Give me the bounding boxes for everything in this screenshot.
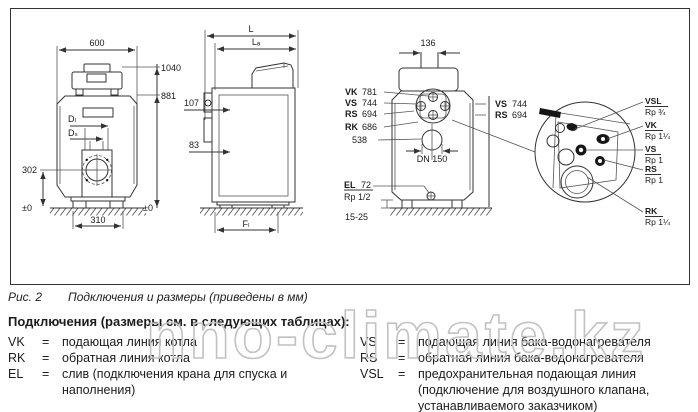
rear-rs-abbr: RS	[345, 109, 358, 119]
rear-flue-dim: DN 150	[417, 154, 448, 164]
detail-rs-size: Rp 1	[645, 175, 663, 185]
legend-item-vs: VS = подающая линия бака-водонагревателя	[360, 334, 696, 350]
detail-circle	[534, 101, 636, 203]
legend-el-abbr: EL	[8, 367, 24, 381]
ground-hatch-rear	[390, 208, 492, 216]
side-offset-bottom-dim: 83	[189, 140, 199, 150]
rear-top-width-dim: 136	[420, 38, 435, 48]
figure-caption-text: Подключения и размеры (приведены в мм)	[68, 290, 308, 304]
detail-rk-name: RK	[645, 206, 658, 216]
front-zero-right: ±0	[143, 203, 153, 213]
burner-hood	[71, 63, 123, 96]
hood-side	[251, 62, 294, 88]
legend-vs-text: подающая линия бака-водонагревателя	[418, 335, 651, 349]
legend-rk-abbr: RK	[8, 351, 26, 365]
front-zero-left: ±0	[22, 203, 32, 213]
rear-cap	[398, 67, 459, 92]
rear-right-rs-value: 694	[512, 110, 527, 120]
equals-sign: =	[398, 367, 406, 381]
boiler-body-front	[56, 95, 138, 198]
rear-vs-value: 744	[362, 98, 377, 108]
rear-right-rs-abbr: RS	[495, 110, 508, 120]
side-view: L Lₐ 107 83 Fₗ	[184, 24, 303, 233]
boiler-body-rear	[391, 90, 474, 201]
legend-item-vk: VK = подающая линия котла	[8, 334, 360, 350]
figure-number: Рис. 2	[8, 290, 43, 304]
equals-sign: =	[398, 351, 406, 365]
type-plate	[82, 107, 114, 118]
front-view: 600 1040 881 Dₗ	[22, 38, 181, 229]
burner-door	[81, 149, 113, 198]
front-burner-height-dim: 302	[22, 165, 37, 175]
technical-drawing: 600 1040 881 Dₗ	[10, 8, 690, 285]
front-foot-width-dim: 310	[90, 215, 105, 225]
legend-item-el: EL = слив (подключения крана для спуска …	[8, 366, 360, 382]
legend-heading: Подключения (размеры см. в следующих таб…	[8, 314, 350, 329]
detail-rk-size: Rp 1¼	[645, 217, 671, 227]
connection-flange	[415, 88, 451, 124]
rear-rs-value: 694	[362, 109, 377, 119]
detail-rs-name: RS	[645, 164, 657, 174]
rear-vs-abbr: VS	[345, 98, 357, 108]
rear-right-vs-value: 744	[512, 99, 527, 109]
rear-floor-clearance-dim: 15-25	[345, 212, 368, 222]
legend-el-text-cont: наполнения)	[62, 383, 136, 397]
legend-vsl-text: предохранительная подающая линия	[418, 367, 637, 381]
legend-vk-text: подающая линия котла	[62, 335, 197, 349]
legend-item-vsl: VSL = предохранительная подающая линия	[360, 366, 696, 382]
detail-vs-size: Rp 1	[645, 155, 663, 165]
legend-column-left: VK = подающая линия котла RK = обратная …	[8, 334, 360, 412]
ground-hatch-side	[200, 208, 303, 216]
side-offset-top-dim: 107	[184, 98, 199, 108]
rear-view: 136	[344, 38, 536, 222]
figure-caption: Рис. 2 Подключения и размеры (приведены в…	[8, 290, 308, 304]
connections-legend: Подключения (размеры см. в следующих таб…	[8, 314, 696, 412]
side-length-a-dim: Lₐ	[252, 37, 261, 47]
detail-view: VSL Rp ¾ VK Rp 1¼ VS Rp 1 RS Rp 1 RK Rp …	[534, 96, 671, 227]
ground-hatch-front	[50, 208, 146, 216]
rear-vk-value: 781	[362, 87, 377, 97]
equals-sign: =	[42, 335, 50, 349]
detail-vk-name: VK	[645, 120, 658, 130]
legend-rk-text: обратная линия котла	[62, 351, 190, 365]
detail-vs-name: VS	[645, 144, 657, 154]
detail-vsl-size: Rp ¾	[645, 107, 666, 117]
legend-column-right: VS = подающая линия бака-водонагревателя…	[360, 334, 696, 412]
legend-vsl-text-cont1: (подключение для воздушного клапана,	[418, 383, 650, 397]
boiler-body-side	[211, 87, 296, 203]
front-dl-dim: Dₗ	[68, 114, 76, 124]
legend-item-rs: RS = обратная линия бака-водонагревателя	[360, 350, 696, 366]
legend-rs-text: обратная линия бака-водонагревателя	[418, 351, 644, 365]
side-length-dim: L	[248, 24, 253, 34]
rear-el-size: Rp 1/2	[344, 192, 371, 202]
legend-vs-abbr: VS	[360, 335, 377, 349]
rear-rk-value: 686	[362, 122, 377, 132]
legend-el-text: слив (подключения крана для спуска и	[62, 367, 288, 381]
figure-frame	[10, 8, 690, 285]
detail-vk-size: Rp 1¼	[645, 131, 671, 141]
terminal-strip	[539, 108, 561, 118]
rear-rk-abbr: RK	[345, 122, 358, 132]
side-foot-length-dim: Fₗ	[243, 219, 250, 229]
rk-fitting	[560, 165, 594, 199]
equals-sign: =	[42, 367, 50, 381]
front-height-body-dim: 881	[161, 91, 176, 101]
front-width-dim: 600	[89, 38, 104, 48]
legend-vsl-text-cont2: устанавливаемого заказчиком)	[418, 399, 598, 412]
legend-item-rk: RK = обратная линия котла	[8, 350, 360, 366]
legend-vsl-abbr: VSL	[360, 367, 384, 381]
rear-el-abbr: EL	[344, 180, 356, 190]
rear-el-value: 72	[361, 180, 371, 190]
rear-538-value: 538	[352, 135, 367, 145]
vsl-fitting	[566, 123, 578, 131]
equals-sign: =	[398, 335, 406, 349]
front-height-total-dim: 1040	[161, 63, 181, 73]
rear-right-vs-abbr: VS	[495, 99, 507, 109]
legend-vk-abbr: VK	[8, 335, 25, 349]
legend-rs-abbr: RS	[360, 351, 378, 365]
detail-vsl-name: VSL	[645, 96, 662, 106]
rear-vk-abbr: VK	[345, 87, 358, 97]
equals-sign: =	[42, 351, 50, 365]
front-ds-dim: Dₛ	[68, 128, 78, 138]
